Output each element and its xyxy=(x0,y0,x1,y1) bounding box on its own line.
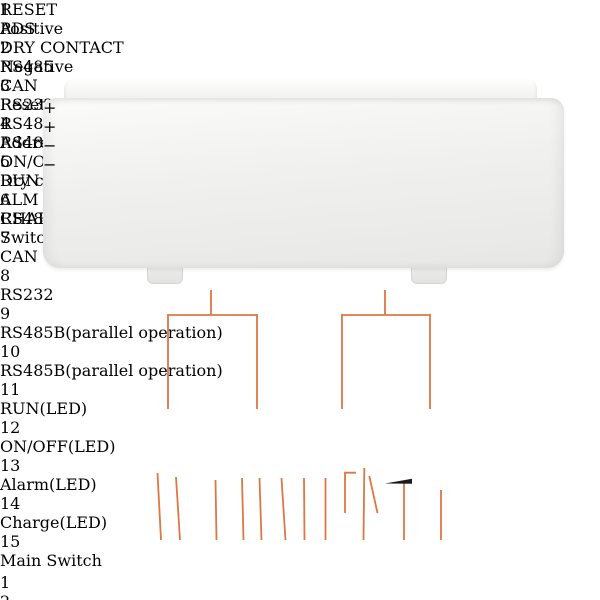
rs232-label: RS232 xyxy=(0,95,54,114)
legend-num-1: 1 xyxy=(0,0,600,19)
legend-label-positive: Positive xyxy=(0,19,64,38)
negative-mark: − xyxy=(43,155,57,174)
legend-num-14: 14 xyxy=(0,494,600,513)
legend-num-10: 10 xyxy=(0,342,600,361)
rs485a-label: RS485 xyxy=(0,57,54,76)
connector-recess xyxy=(147,238,548,364)
legend-label-reset: Reset xyxy=(0,95,46,114)
legend-num-11: 11 xyxy=(0,380,600,399)
legend-num-9: 9 xyxy=(0,304,600,323)
dip-label: ADS xyxy=(0,19,36,38)
circled-number: 7 xyxy=(0,228,11,247)
circled-number: 1 xyxy=(0,0,11,19)
legend-label-can: CAN xyxy=(0,247,38,266)
circled-number: 12 xyxy=(0,418,21,437)
legend-label-charge-led: Charge(LED) xyxy=(0,513,108,532)
dry-contact-label: DRY CONTACT xyxy=(0,38,124,57)
legend-label-rs485b-1: RS485B(parallel operation) xyxy=(0,323,223,342)
legend-num-8: 8 xyxy=(0,266,600,285)
legend-row: 9 RS485B(parallel operation) 10 RS485B(p… xyxy=(0,304,600,380)
circled-number: 4 xyxy=(0,114,11,133)
can-label: CAN xyxy=(0,76,38,95)
rs485b1-label: RS485 xyxy=(0,114,54,133)
legend-label-run-led: RUN(LED) xyxy=(0,399,88,418)
legend-label-alarm-led: Alarm(LED) xyxy=(0,475,97,494)
legend-label-rs232: RS232 xyxy=(0,285,54,304)
device-photo: + + − − RESET ADS DRY CONTACT RS485 CAN xyxy=(0,0,564,600)
rs485b2-label: RS485 xyxy=(0,133,54,152)
legend-label-negative: Negative xyxy=(0,57,74,76)
circled-number: 9 xyxy=(0,304,11,323)
charge-wedge-icon xyxy=(385,478,412,484)
circled-number: 10 xyxy=(0,342,21,361)
circled-number: 2 xyxy=(0,38,11,57)
switch-label: Switch xyxy=(0,228,56,247)
callout-1: 1 xyxy=(0,573,11,592)
run-label: RUN xyxy=(0,171,40,190)
callout-2: 2 xyxy=(0,592,600,600)
positive-mark: + xyxy=(43,117,57,136)
legend-num-2: 2 xyxy=(0,38,600,57)
reset-label: RESET xyxy=(0,0,58,19)
circled-number: 5 xyxy=(0,152,11,171)
legend-num-4: 4 xyxy=(0,114,600,133)
positive-mark: + xyxy=(43,98,57,117)
circled-number: 11 xyxy=(0,380,21,399)
legend-num-3: 3 xyxy=(0,76,600,95)
legend-num-13: 13 xyxy=(0,456,600,475)
legend-label-rs485b-2: RS485B(parallel operation) xyxy=(0,361,223,380)
legend-num-7: 7 xyxy=(0,228,600,247)
alarm-label: ALM xyxy=(0,190,39,209)
legend-row: 11 RUN(LED) 12 ON/OFF(LED) xyxy=(0,380,600,456)
circled-number: 14 xyxy=(0,494,21,513)
legend-num-5: 5 xyxy=(0,152,600,171)
legend-num-6: 6 xyxy=(0,190,600,209)
legend-row: 15 Main Switch xyxy=(0,532,600,570)
leader-lines xyxy=(156,290,442,541)
legend-row: 13 Alarm(LED) 14 Charge(LED) xyxy=(0,456,600,532)
negative-mark: − xyxy=(43,136,57,155)
legend-label-main-switch: Main Switch xyxy=(0,551,102,570)
circled-number: 13 xyxy=(0,456,21,475)
circled-number: 8 xyxy=(0,266,11,285)
circled-number: 3 xyxy=(0,76,11,95)
circled-number: 15 xyxy=(0,532,21,551)
legend-num-15: 15 xyxy=(0,532,600,551)
circled-number: 6 xyxy=(0,190,11,209)
legend-num-12: 12 xyxy=(0,418,600,437)
legend-row: 7 CAN 8 RS232 xyxy=(0,228,600,304)
device-body: + + − − xyxy=(43,98,564,268)
legend-label-onoff-led: ON/OFF(LED) xyxy=(0,437,116,456)
legend-row: 1 Positive 2 Negative xyxy=(0,0,600,76)
